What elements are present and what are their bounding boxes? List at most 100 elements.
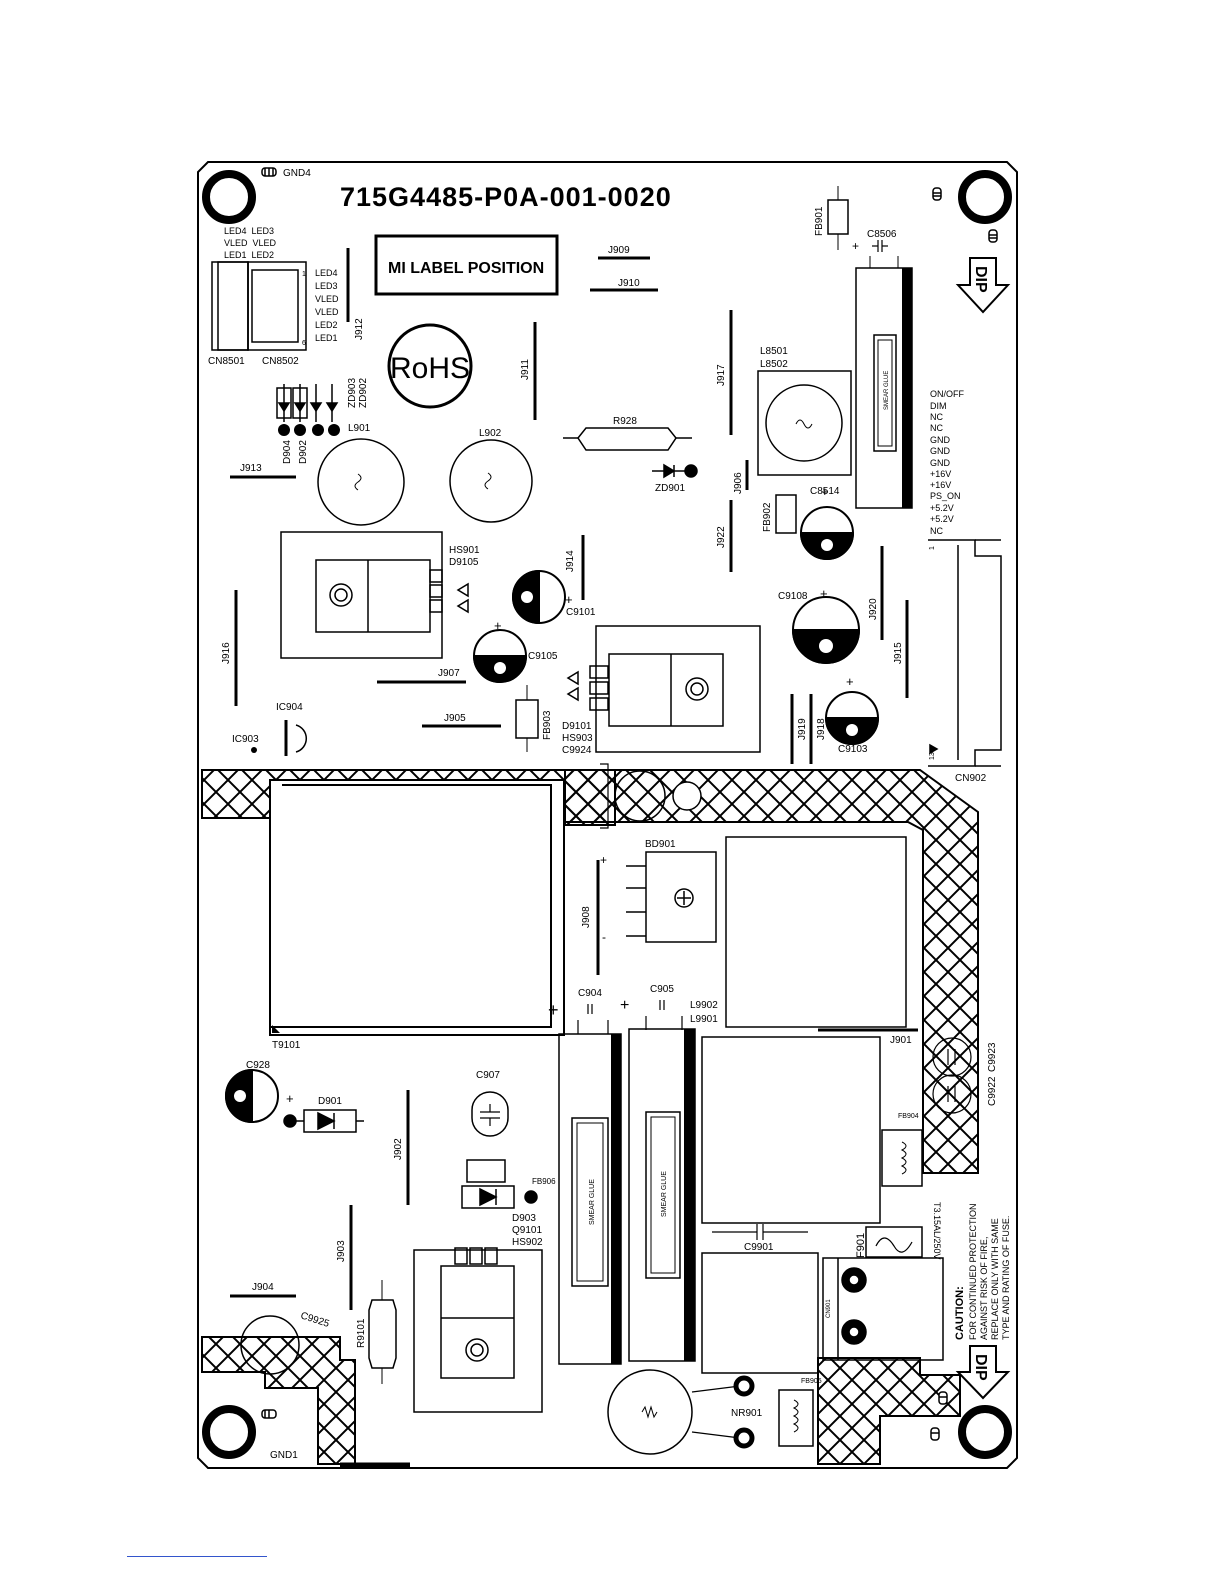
cn902-pin-label: +16V bbox=[930, 480, 951, 490]
gnd4-label: GND4 bbox=[283, 168, 311, 179]
bd901-label: BD901 bbox=[645, 839, 676, 850]
ic904-device bbox=[284, 720, 308, 756]
svg-text:+: + bbox=[286, 1091, 294, 1106]
j917-label: J917 bbox=[716, 364, 727, 386]
j902-label: J902 bbox=[393, 1138, 404, 1160]
radial-capacitors bbox=[225, 506, 880, 1124]
bd901-bridge bbox=[626, 851, 717, 943]
svg-text:+: + bbox=[846, 674, 854, 689]
l9902-inductor bbox=[701, 1036, 881, 1224]
t9101-transformer bbox=[269, 779, 565, 1036]
polarity-plus-marks: + + + + + + bbox=[286, 484, 854, 1106]
cn8501-label: CN8501 bbox=[208, 356, 245, 367]
ic903-label: IC903 bbox=[232, 734, 259, 745]
cn902-pin-label: +5.2V bbox=[930, 503, 954, 513]
c905-label: C905 bbox=[650, 984, 674, 995]
led-pin-label: LED4 bbox=[315, 268, 338, 278]
cn902-pin-label: ON/OFF bbox=[930, 389, 964, 399]
c9901-label: C9901 bbox=[744, 1242, 774, 1253]
fuse-rating: T3.15AL/250V bbox=[932, 1202, 942, 1260]
led-connector-outline bbox=[211, 261, 307, 351]
cn902-pin-label: PS_ON bbox=[930, 491, 961, 501]
j914-label: J914 bbox=[565, 550, 576, 572]
j910-label: J910 bbox=[618, 278, 640, 289]
caution-line4: TYPE AND RATING OF FUSE. bbox=[1001, 1216, 1011, 1340]
j918-label: J918 bbox=[816, 718, 827, 740]
smear-glue-label-right: SMEAR GLUE bbox=[661, 1171, 668, 1217]
c8506-plus: + bbox=[852, 239, 859, 253]
bulk-capacitor-top bbox=[855, 256, 913, 509]
caution-title: CAUTION: bbox=[954, 1286, 966, 1340]
l8502-label: L8502 bbox=[760, 359, 788, 370]
c9924-label: C9924 bbox=[562, 745, 592, 756]
caution-line1: FOR CONTINUED PROTECTION bbox=[968, 1204, 978, 1341]
svg-text:+: + bbox=[821, 484, 829, 499]
j903-label: J903 bbox=[336, 1240, 347, 1262]
led-pin-last: 6 bbox=[302, 340, 306, 347]
j922-label: J922 bbox=[716, 526, 727, 548]
hs901-heatsink bbox=[280, 531, 469, 659]
j913-label: J913 bbox=[240, 463, 262, 474]
cn902-pin-labels: ON/OFF DIM NC NC GND GND GND +16V +16V P… bbox=[930, 389, 964, 536]
t9101-label: T9101 bbox=[272, 1040, 301, 1051]
c9922-c9923 bbox=[932, 1037, 972, 1114]
led-conn-label-a: LED4 LED3 bbox=[224, 226, 274, 236]
fb901-bead bbox=[827, 199, 849, 235]
d902-label: D902 bbox=[298, 440, 309, 464]
r9101-resistor bbox=[368, 1299, 397, 1369]
cn902-pin-label: NC bbox=[930, 412, 943, 422]
board-part-number: 715G4485-P0A-001-0020 bbox=[340, 182, 672, 212]
c9103-label: C9103 bbox=[838, 744, 868, 755]
gnd1-label: GND1 bbox=[270, 1450, 298, 1461]
l8501-label: L8501 bbox=[760, 346, 788, 357]
j905-label: J905 bbox=[444, 713, 466, 724]
j906-label: J906 bbox=[733, 472, 744, 494]
cn902-pin-label: DIM bbox=[930, 401, 947, 411]
nr901-label: NR901 bbox=[731, 1408, 763, 1419]
svg-text:+: + bbox=[565, 592, 573, 607]
caution-notice: CAUTION: FOR CONTINUED PROTECTION AGAINS… bbox=[954, 1204, 1011, 1341]
cn901-label: CN901 bbox=[826, 1299, 832, 1318]
j916-label: J916 bbox=[221, 642, 232, 664]
fb904-bead bbox=[881, 1129, 923, 1187]
nr901-pads bbox=[733, 1375, 755, 1449]
rohs-text: RoHS bbox=[390, 352, 470, 385]
bd901-plus: + bbox=[600, 853, 607, 867]
r9101-label: R9101 bbox=[356, 1318, 367, 1348]
mi-label-text: MI LABEL POSITION bbox=[388, 260, 544, 277]
cn902-connector bbox=[928, 539, 1002, 767]
dip-arrow-top bbox=[955, 257, 1011, 314]
cn902-pin-first: 1 bbox=[929, 546, 936, 550]
j909-label: J909 bbox=[608, 245, 630, 256]
footer-underline bbox=[127, 1556, 267, 1557]
fb906-label: FB906 bbox=[532, 1177, 556, 1186]
t9101-plus: + bbox=[548, 1000, 559, 1020]
nr901-thermistor bbox=[607, 1369, 693, 1455]
cn902-pin-last: 13 bbox=[929, 752, 936, 760]
svg-text:+: + bbox=[494, 618, 502, 633]
bulk-capacitor-right bbox=[628, 1028, 696, 1362]
c9925-capacitor bbox=[240, 1315, 300, 1375]
dip-arrow-bottom bbox=[955, 1345, 1011, 1400]
led-pin-label: LED2 bbox=[315, 320, 338, 330]
cn901-connector bbox=[822, 1257, 944, 1361]
c9925-label: C9925 bbox=[299, 1310, 331, 1330]
led-pin-label: VLED bbox=[315, 307, 339, 317]
fb903-label: FB903 bbox=[542, 710, 553, 740]
dip-label-bottom: DIP bbox=[972, 1354, 989, 1381]
zd901-label: ZD901 bbox=[655, 483, 685, 494]
mounting-holes bbox=[202, 170, 1012, 1459]
c9105-label: C9105 bbox=[528, 651, 558, 662]
fb906-bead bbox=[466, 1159, 506, 1183]
smear-glue-label-left: SMEAR GLUE bbox=[589, 1179, 596, 1225]
l8501-inductor bbox=[757, 370, 852, 476]
fb905-bead bbox=[778, 1389, 814, 1447]
l9901-inductor bbox=[725, 836, 907, 1028]
caution-line3: REPLACE ONLY WITH SAME bbox=[990, 1218, 1000, 1340]
led-conn-label-b: VLED VLED bbox=[224, 238, 277, 248]
r928-label: R928 bbox=[613, 416, 637, 427]
hs903-label: HS903 bbox=[562, 733, 593, 744]
mount-pad-circle bbox=[672, 781, 702, 811]
hs901-label: HS901 bbox=[449, 545, 480, 556]
